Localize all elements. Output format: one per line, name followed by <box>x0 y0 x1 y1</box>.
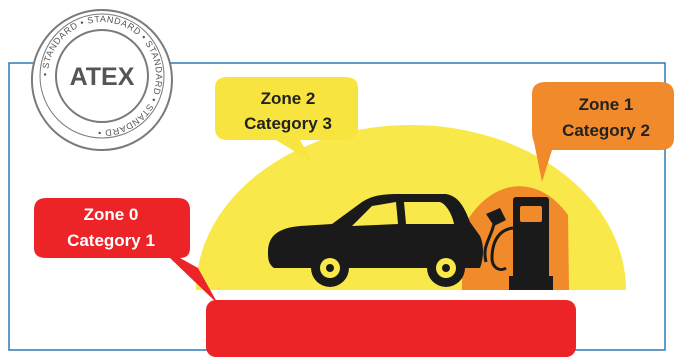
zone-2-category: Category 3 <box>244 114 332 133</box>
atex-seal-icon: • STANDARD • STANDARD • STANDARD • STAND… <box>32 10 172 150</box>
zone-0-area <box>206 300 576 357</box>
zone-1-title: Zone 1 <box>579 95 634 114</box>
seal-title: ATEX <box>70 63 135 91</box>
zone-1-category: Category 2 <box>562 121 650 140</box>
zone-0-category: Category 1 <box>67 231 155 250</box>
zone-2-title: Zone 2 <box>261 89 316 108</box>
zone-0-title: Zone 0 <box>84 205 139 224</box>
zone-0-label: Zone 0 Category 1 <box>34 198 218 304</box>
